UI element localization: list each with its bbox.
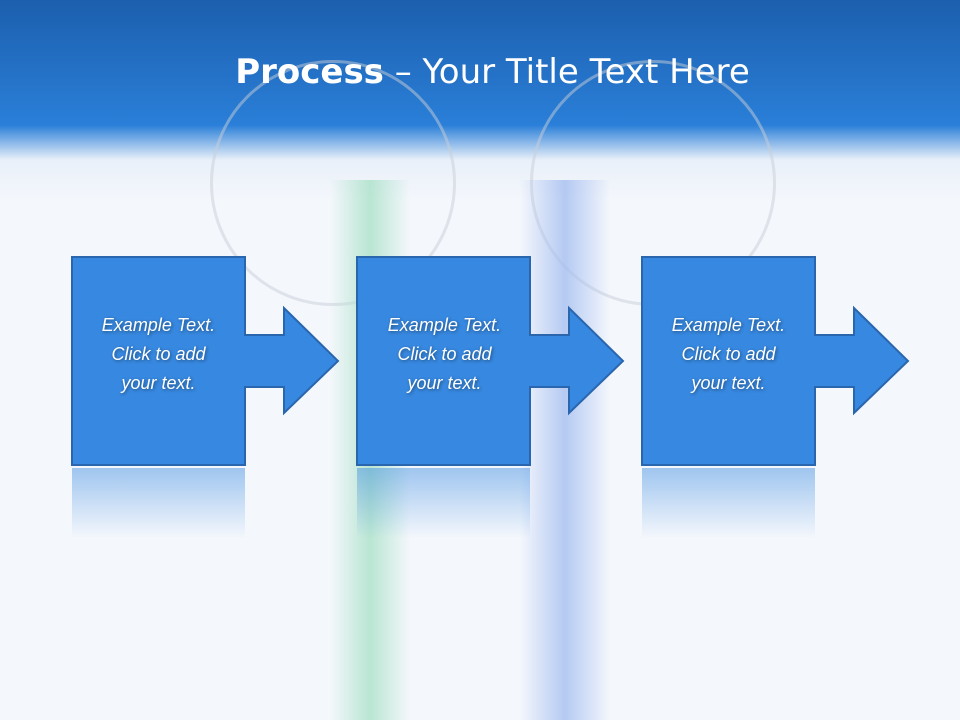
title-bar [0, 0, 960, 200]
background-blue-paint [520, 180, 610, 720]
step-1-arrow-box[interactable] [71, 256, 340, 466]
step-line: Example Text. [101, 315, 216, 335]
step-1-reflection [72, 468, 245, 538]
step-line: your text. [691, 373, 766, 393]
step-2-text[interactable]: Example Text. Click to add your text. [358, 311, 531, 398]
step-3-text[interactable]: Example Text. Click to add your text. [642, 311, 815, 398]
step-line: Example Text. [671, 315, 786, 335]
step-line: Click to add [111, 344, 206, 364]
step-1-text[interactable]: Example Text. Click to add your text. [72, 311, 245, 398]
step-line: Click to add [397, 344, 492, 364]
title-rest: – Your Title Text Here [383, 52, 750, 92]
title-bold: Process [235, 52, 384, 92]
step-2-arrow-box[interactable] [356, 256, 625, 466]
step-3-reflection [642, 468, 815, 538]
step-line: Example Text. [387, 315, 502, 335]
step-2-reflection [357, 468, 530, 538]
step-line: your text. [407, 373, 482, 393]
slide-title[interactable]: Process – Your Title Text Here [0, 52, 960, 92]
step-3-arrow-box[interactable] [641, 256, 910, 466]
step-line: Click to add [681, 344, 776, 364]
step-line: your text. [121, 373, 196, 393]
